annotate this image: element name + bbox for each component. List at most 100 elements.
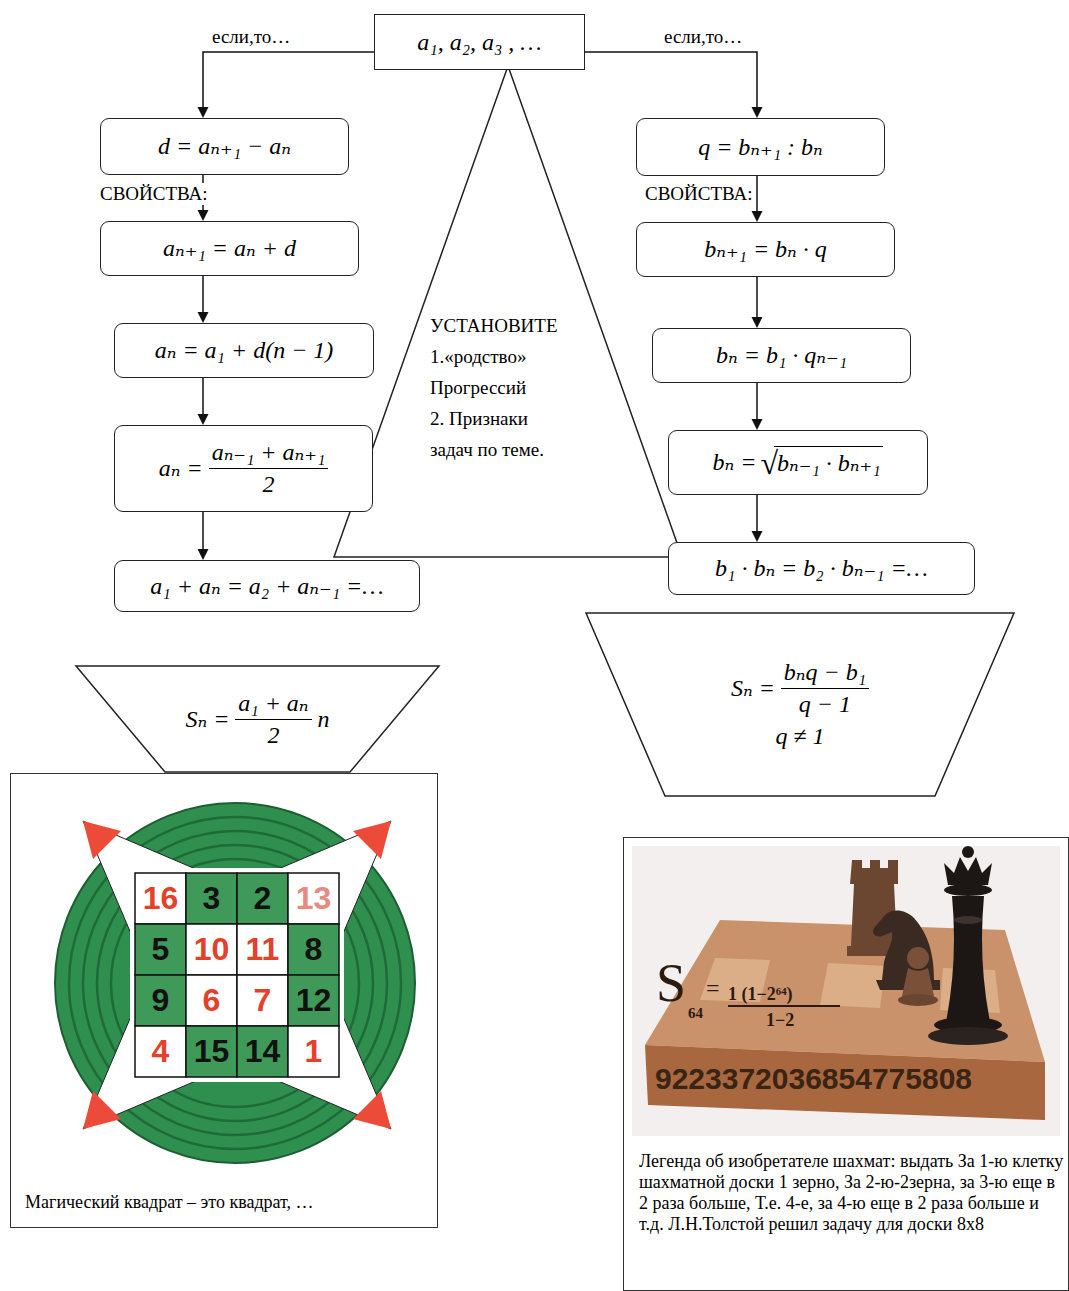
illustration-part [353,1091,391,1129]
illustration-part [186,975,237,1026]
condition: q ≠ 1 [775,722,824,751]
illustration-part [83,821,121,859]
magic-number: 3 [186,873,237,924]
arrowhead [198,210,209,221]
content: bₙ = b₁ · qₙ₋₁ [716,341,847,370]
connector-line [202,276,204,314]
illustration-part [130,868,344,1082]
content: Легенда об изобретателе шахмат: выдать З… [639,1151,1067,1235]
illustration-part [902,968,934,996]
formula: q = bₙ₊₁ : bₙ [698,134,823,160]
formula: aₙ = [159,454,203,483]
formula: bₙ = b₁ · qₙ₋₁ [716,342,847,368]
illustration-part [135,1026,186,1077]
formula: a₁, a₂, a₃ , … [417,29,541,55]
radicand: bₙ₋₁ · bₙ₊₁ [774,446,883,478]
formula: Sₙ = [731,674,775,703]
formula: aₙ = a₁ + d(n − 1) [155,337,334,363]
magic-number: 10 [186,924,237,975]
illustration-part [135,924,186,975]
connector-line [585,52,757,109]
definition-box: q = bₙ₊₁ : bₙ [636,118,885,176]
start-box: a₁, a₂, a₃ , … [374,14,585,70]
magic-number: 16 [135,873,186,924]
magic-number: 12 [288,975,339,1026]
arrowhead [752,211,763,222]
illustration-part [288,873,339,924]
content: bₙ =√bₙ₋₁ · bₙ₊₁ [713,447,884,479]
illustration-part [946,896,990,1022]
magic-number: 8 [288,924,339,975]
fraction: aₙ₋₁ + aₙ₊₁2 [209,438,329,499]
formula-row: aₙ =aₙ₋₁ + aₙ₊₁2 [159,438,329,499]
arrowhead [198,414,209,425]
illustration-part [820,963,885,1008]
content: aₙ₊₁ = aₙ + d [163,234,296,263]
illustration-part [83,1091,121,1129]
formula-row: Sₙ =bₙq − b₁q − 1 [731,658,869,719]
illustration-part [111,859,359,1107]
illustration-part [186,924,237,975]
illustration-part [898,994,938,1006]
arrowhead [198,312,209,323]
arrowhead [752,107,763,118]
subscript: 64 [688,1006,703,1021]
illustration-part [954,916,982,924]
magic-number: 13 [288,873,339,924]
magic-number: 15 [186,1026,237,1077]
connector [198,512,209,560]
illustration-part [288,1026,339,1077]
caption: Магический квадрат – это квадрат, … [25,1192,425,1213]
content: Sₙ =bₙq − b₁q − 1 q ≠ 1 [731,658,869,751]
magic-number: 7 [237,975,288,1026]
formula: d = aₙ₊₁ − aₙ [158,133,291,159]
outline [586,613,1014,796]
illustration-part [962,846,974,858]
equals-sign: = [706,976,720,1000]
illustration-part [135,873,339,1077]
illustration-part [645,1045,1045,1120]
shape-outline [333,65,683,558]
illustration-part [186,1026,237,1077]
picture-panel: Магический квадрат – это квадрат, … [10,773,438,1228]
connector [752,383,763,430]
denominator: 2 [267,720,279,750]
illustration-part [237,873,288,924]
formula: b₁ · bₙ = b₂ · bₙ₋₁ =… [715,555,928,581]
magic-number: 6 [186,975,237,1026]
magic-number: 5 [135,924,186,975]
content: aₙ = a₁ + d(n − 1) [155,336,334,365]
radical-sign: √ [760,447,778,479]
numerator: 1 (1−2⁶⁴) [728,985,793,1003]
definition-box: d = aₙ₊₁ − aₙ [100,118,349,175]
denominator: 1−2 [766,1011,794,1029]
outline [76,666,439,772]
section-heading: СВОЙСТВА: [98,183,210,205]
fraction: a₁ + aₙ2 [235,689,311,750]
content: a₁, a₂, a₃ , … [417,28,541,57]
formula-row: bₙ =√bₙ₋₁ · bₙ₊₁ [713,447,884,479]
formula-box: bₙ = b₁ · qₙ₋₁ [652,328,911,383]
fraction: bₙq − b₁q − 1 [781,658,869,719]
illustration-part [632,846,1060,1136]
numerator: a₁ + aₙ [235,689,311,720]
illustration-part [97,845,373,1121]
task-item: 2. Признаки задач по теме. [430,403,570,465]
formula: n [318,705,330,734]
illustration-part [237,924,288,975]
edge-label: если,то… [662,26,744,48]
illustration-part [944,857,992,885]
content: a₁ + aₙ = a₂ + aₙ₋₁ =… [150,572,383,601]
magic-number: 2 [237,873,288,924]
illustration-part [186,873,237,924]
outline [334,66,682,557]
content: УСТАНОВИТЕ1.«родство» Прогрессий2. Призн… [430,310,570,465]
connector [752,495,763,542]
illustration-part [237,975,288,1026]
connector-line [756,176,758,213]
connector-line [202,512,204,551]
illustration-part [237,1026,288,1077]
magic-number: 1 [288,1026,339,1077]
formula-box: aₙ₊₁ = aₙ + d [100,221,359,276]
